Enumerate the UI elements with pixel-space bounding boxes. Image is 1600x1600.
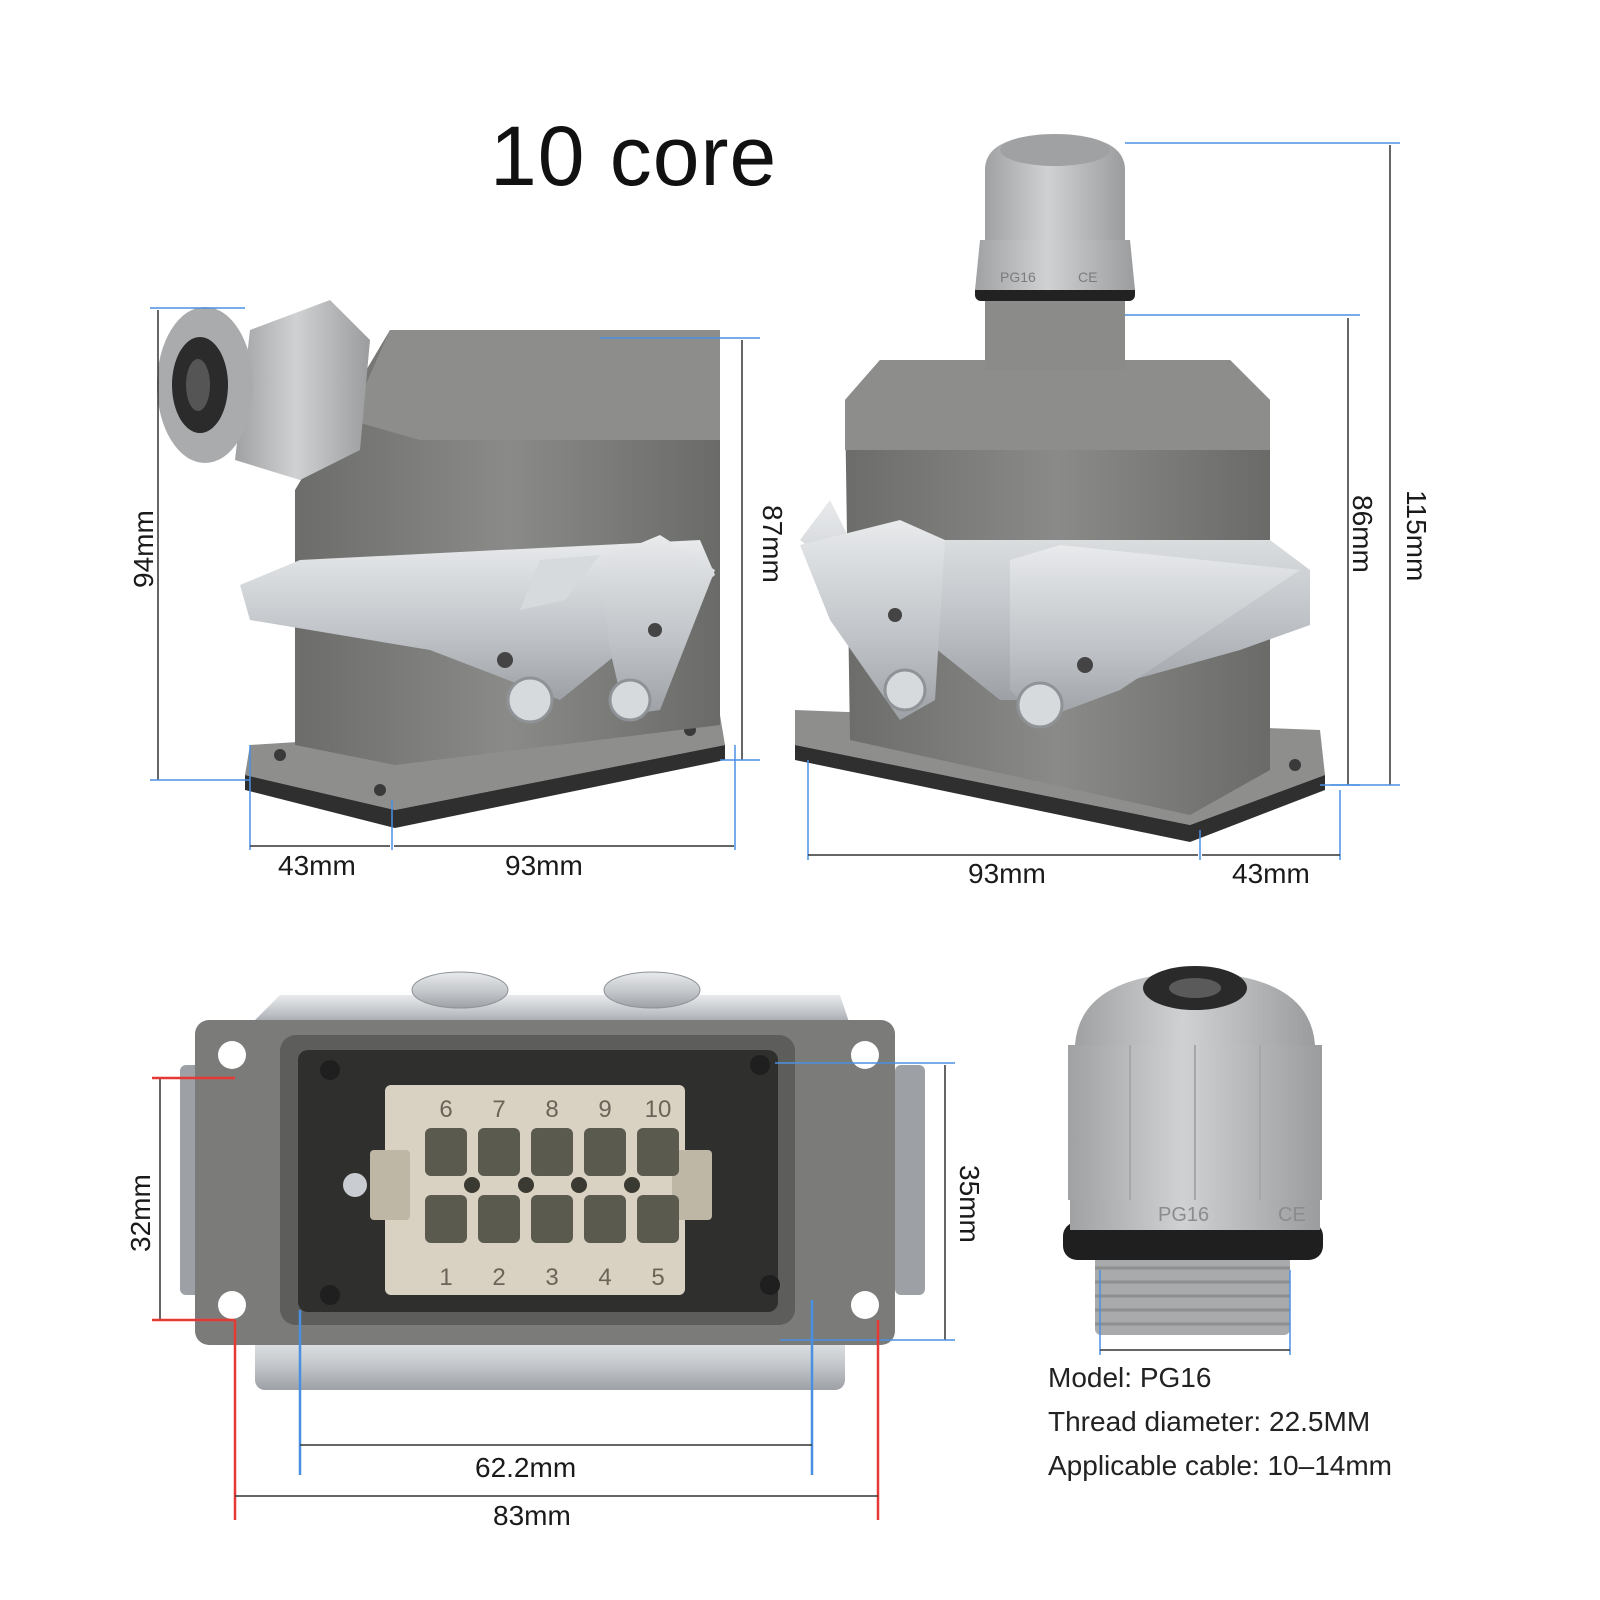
spec-thread-label: Thread diameter: xyxy=(1048,1406,1262,1437)
spec-model-value: PG16 xyxy=(1139,1362,1212,1393)
spec-cable-value: 10–14mm xyxy=(1267,1450,1392,1481)
dim-left-width-large: 93mm xyxy=(505,850,583,881)
pin-number-3: 3 xyxy=(545,1264,558,1291)
top-entry-connector: PG16 CE xyxy=(795,134,1325,842)
dim-right-width-large: 93mm xyxy=(968,858,1046,889)
dim-base-right-height: 35mm xyxy=(954,1165,985,1243)
dim-base-inner-width: 62.2mm xyxy=(475,1452,577,1483)
pin-number-1: 1 xyxy=(439,1264,452,1291)
spec-thread-value: 22.5MM xyxy=(1269,1406,1371,1437)
pin-number-8: 8 xyxy=(545,1096,558,1123)
right-gland-marking-pg: PG16 xyxy=(1000,269,1036,285)
dim-left-height: 94mm xyxy=(128,510,159,588)
spec-model-label: Model: xyxy=(1048,1362,1133,1393)
spec-applicable-cable: Applicable cable: 10–14mm xyxy=(1048,1450,1392,1482)
base-front-view: 6 7 8 9 10 1 2 3 4 5 xyxy=(180,971,925,1390)
pg16-gland-detail: PG16 CE xyxy=(1063,966,1323,1335)
dim-right-housing-height: 86mm xyxy=(1347,495,1378,573)
dim-base-left-height: 32mm xyxy=(125,1174,156,1252)
pin-number-9: 9 xyxy=(598,1096,611,1123)
dim-left-housing-height: 87mm xyxy=(757,505,788,583)
left-cable-gland xyxy=(157,300,370,480)
pin-number-4: 4 xyxy=(598,1264,611,1291)
page-title: 10 core xyxy=(490,109,778,203)
spec-thread-diameter: Thread diameter: 22.5MM xyxy=(1048,1406,1370,1438)
dim-right-width-small: 43mm xyxy=(1232,858,1310,889)
right-cable-gland: PG16 CE xyxy=(975,134,1135,370)
spec-cable-label: Applicable cable: xyxy=(1048,1450,1260,1481)
left-latch-bracket xyxy=(240,540,715,700)
pin-number-5: 5 xyxy=(651,1264,664,1291)
side-entry-connector xyxy=(157,300,725,828)
pin-number-2: 2 xyxy=(492,1264,505,1291)
pin-number-6: 6 xyxy=(439,1096,452,1123)
dim-right-total-height: 115mm xyxy=(1401,490,1432,582)
gland-marking-pg16: PG16 xyxy=(1158,1204,1209,1226)
dim-left-width-small: 43mm xyxy=(278,850,356,881)
pin-number-7: 7 xyxy=(492,1096,505,1123)
dim-base-outer-width: 83mm xyxy=(493,1500,571,1531)
contact-insert xyxy=(385,1085,685,1295)
dimension-lines xyxy=(150,142,1400,1520)
spec-model: Model: PG16 xyxy=(1048,1362,1211,1394)
right-latch-lever-right xyxy=(1010,545,1300,720)
gland-marking-ce: CE xyxy=(1278,1204,1306,1226)
right-gland-marking-ce: CE xyxy=(1078,269,1097,285)
pin-number-10: 10 xyxy=(645,1096,672,1123)
contact-holes xyxy=(425,1128,679,1243)
